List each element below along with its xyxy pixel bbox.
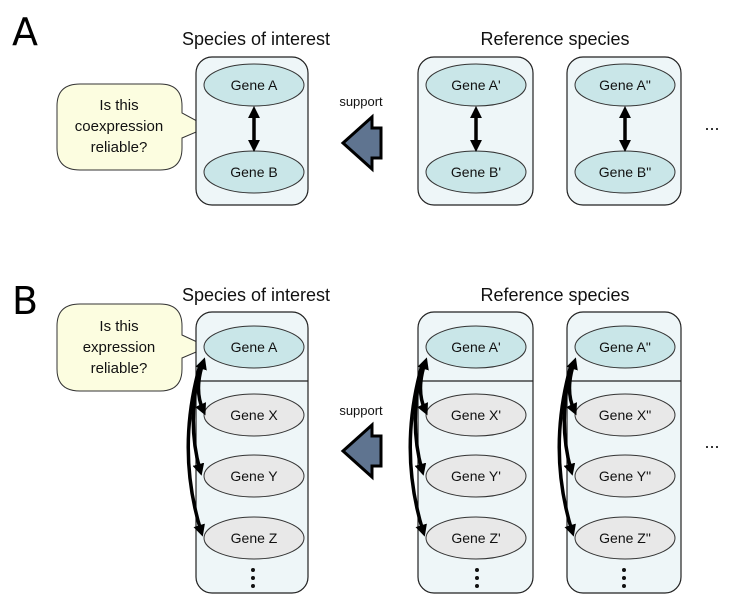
svg-text:Gene Z: Gene Z bbox=[231, 530, 278, 546]
svg-text:Gene Y": Gene Y" bbox=[599, 468, 651, 484]
gene-node: Gene Z bbox=[203, 516, 305, 560]
svg-text:Gene X': Gene X' bbox=[451, 407, 501, 423]
svg-text:Gene A': Gene A' bbox=[451, 339, 500, 355]
gene-node: Gene Y" bbox=[574, 454, 676, 498]
svg-text:Gene B': Gene B' bbox=[451, 164, 501, 180]
coexpression-arrows bbox=[408, 357, 429, 537]
callout-line-3: reliable? bbox=[91, 360, 148, 377]
gene-node: Gene X bbox=[203, 393, 305, 437]
continuation-ellipsis: ... bbox=[704, 114, 719, 134]
more-genes-dots bbox=[251, 568, 255, 588]
svg-text:Gene A: Gene A bbox=[231, 77, 278, 93]
gene-node: Gene A" bbox=[574, 63, 676, 107]
svg-text:Gene A": Gene A" bbox=[599, 339, 651, 355]
callout-line-2: expression bbox=[83, 339, 156, 356]
gene-node: Gene A bbox=[203, 325, 305, 369]
callout-bubble: Is this coexpression reliable? bbox=[56, 83, 210, 171]
species-of-interest-heading: Species of interest bbox=[182, 285, 330, 305]
gene-node: Gene A' bbox=[425, 63, 527, 107]
gene-node: Gene A" bbox=[574, 325, 676, 369]
reference-species-box: Gene A' Gene X' Gene Y' Gene Z' bbox=[408, 311, 534, 594]
svg-text:Gene A": Gene A" bbox=[599, 77, 651, 93]
svg-text:Gene Y': Gene Y' bbox=[451, 468, 501, 484]
reference-species-box: Gene A' Gene B' bbox=[417, 56, 534, 206]
more-genes-dots bbox=[475, 568, 479, 588]
svg-text:Gene Z": Gene Z" bbox=[599, 530, 651, 546]
reference-species-box: Gene A" Gene B" bbox=[566, 56, 682, 206]
reference-species-heading: Reference species bbox=[480, 285, 629, 305]
gene-node: Gene B" bbox=[574, 150, 676, 194]
svg-text:Gene B: Gene B bbox=[230, 164, 277, 180]
svg-text:Gene A': Gene A' bbox=[451, 77, 500, 93]
svg-text:Gene X: Gene X bbox=[230, 407, 278, 423]
callout-line-2: coexpression bbox=[75, 118, 163, 135]
continuation-ellipsis: ... bbox=[704, 432, 719, 452]
coexpression-arrows bbox=[557, 357, 578, 537]
species-of-interest-box: Gene A Gene X Gene Y Gene Z bbox=[186, 311, 309, 594]
svg-text:Gene X": Gene X" bbox=[599, 407, 651, 423]
gene-node: Gene A bbox=[203, 63, 305, 107]
gene-node: Gene B' bbox=[425, 150, 527, 194]
coexpression-arrows bbox=[186, 357, 207, 537]
panel-b: B Species of interest Reference species … bbox=[12, 279, 720, 594]
panel-a: A Species of interest Reference species … bbox=[12, 10, 720, 206]
reference-species-box: Gene A" Gene X" Gene Y" Gene Z" bbox=[557, 311, 682, 594]
support-label: support bbox=[339, 403, 383, 418]
callout-bubble: Is this expression reliable? bbox=[56, 303, 210, 392]
gene-node: Gene Y bbox=[203, 454, 305, 498]
svg-text:Gene A: Gene A bbox=[231, 339, 278, 355]
callout-line-1: Is this bbox=[99, 318, 138, 335]
more-genes-dots bbox=[622, 568, 626, 588]
gene-node: Gene X" bbox=[574, 393, 676, 437]
svg-text:Gene Y: Gene Y bbox=[230, 468, 278, 484]
panel-letter-a: A bbox=[12, 10, 38, 54]
gene-node: Gene X' bbox=[425, 393, 527, 437]
gene-node: Gene A' bbox=[425, 325, 527, 369]
svg-text:Gene Z': Gene Z' bbox=[451, 530, 500, 546]
gene-node: Gene Y' bbox=[425, 454, 527, 498]
gene-node: Gene Z" bbox=[574, 516, 676, 560]
reference-species-heading: Reference species bbox=[480, 29, 629, 49]
support-arrow-icon bbox=[340, 421, 383, 481]
species-of-interest-heading: Species of interest bbox=[182, 29, 330, 49]
support-label: support bbox=[339, 94, 383, 109]
svg-text:Gene B": Gene B" bbox=[599, 164, 651, 180]
callout-line-1: Is this bbox=[99, 97, 138, 114]
support-arrow-icon bbox=[340, 113, 383, 173]
gene-node: Gene Z' bbox=[425, 516, 527, 560]
panel-letter-b: B bbox=[12, 279, 38, 323]
species-of-interest-box: Gene A Gene B bbox=[195, 56, 309, 206]
callout-line-3: reliable? bbox=[91, 139, 148, 156]
gene-node: Gene B bbox=[203, 150, 305, 194]
